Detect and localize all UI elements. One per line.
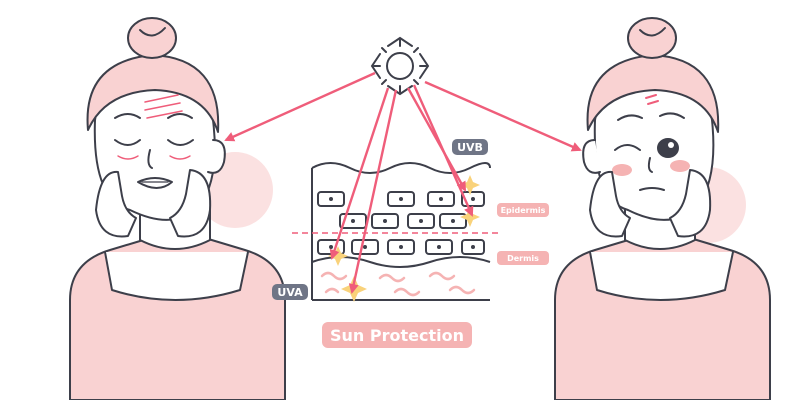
uva-text: UVA bbox=[277, 286, 303, 299]
epidermis-text: Epidermis bbox=[501, 206, 546, 215]
uva-arrow-1 bbox=[329, 87, 390, 260]
uvb-arrow-1 bbox=[406, 87, 467, 192]
collagen-fibers bbox=[320, 271, 476, 297]
arrow-to-left-woman bbox=[224, 71, 376, 142]
dermis-text: Dermis bbox=[507, 254, 539, 263]
uvb-label: UVB bbox=[452, 139, 488, 155]
sun-protection-title: Sun Protection bbox=[322, 322, 472, 348]
skin-surface-line bbox=[311, 162, 491, 174]
epidermis-label: Epidermis bbox=[497, 203, 549, 217]
skin-layers-diagram bbox=[292, 162, 498, 302]
dermis-label: Dermis bbox=[497, 251, 549, 265]
uvb-arrow-2 bbox=[412, 84, 474, 217]
sun-icon bbox=[370, 36, 430, 96]
uva-arrow-2 bbox=[348, 89, 398, 294]
left-woman-wrinkled-figure bbox=[69, 17, 286, 400]
uva-label: UVA bbox=[272, 284, 308, 300]
arrow-to-right-woman bbox=[424, 80, 582, 152]
uvb-text: UVB bbox=[457, 141, 483, 154]
title-text: Sun Protection bbox=[330, 326, 464, 345]
right-woman-sunburned-figure bbox=[554, 17, 771, 400]
cell-nuclei bbox=[329, 197, 475, 249]
uv-ray-arrows bbox=[224, 71, 582, 294]
